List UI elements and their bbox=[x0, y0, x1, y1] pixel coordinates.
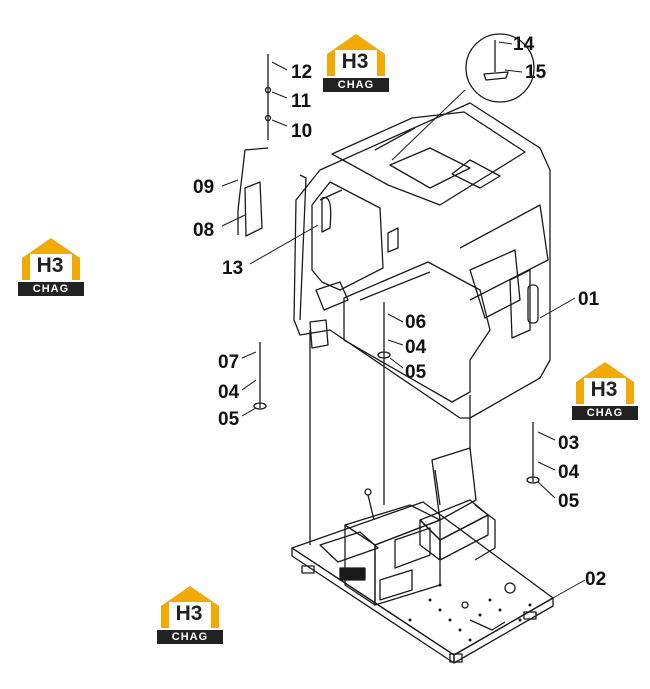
callout-15: 15 bbox=[525, 62, 547, 83]
house-roof-icon bbox=[576, 362, 634, 404]
logo-wordmark: CHAG bbox=[18, 282, 84, 296]
logo-wordmark: CHAG bbox=[323, 78, 389, 92]
callout-05-upper: 05 bbox=[405, 362, 427, 383]
callout-06: 06 bbox=[405, 312, 426, 333]
logo-mark-text: H3 bbox=[590, 378, 618, 401]
hardware-drawing bbox=[237, 33, 540, 545]
callout-14: 14 bbox=[513, 34, 535, 55]
callout-11: 11 bbox=[291, 91, 312, 112]
callout-01: 01 bbox=[578, 289, 600, 310]
callout-07: 07 bbox=[218, 352, 239, 373]
brand-logo-watermark: H3 CHAG bbox=[18, 236, 84, 296]
part-callouts: 01 02 03 04 04 04 05 05 05 06 07 08 09 1… bbox=[193, 34, 606, 590]
callout-03: 03 bbox=[558, 433, 579, 454]
callout-09: 09 bbox=[193, 177, 214, 198]
logo-mark-text: H3 bbox=[175, 602, 203, 625]
leader-lines bbox=[221, 41, 586, 599]
operator-seat-drawing bbox=[319, 447, 496, 606]
callout-10: 10 bbox=[291, 121, 312, 142]
callout-13: 13 bbox=[222, 258, 243, 279]
callout-04-upper: 04 bbox=[405, 337, 427, 358]
house-roof-icon bbox=[22, 238, 80, 280]
brand-logo-watermark: H3 CHAG bbox=[323, 32, 389, 92]
callout-05-right: 05 bbox=[558, 491, 580, 512]
logo-mark-text: H3 bbox=[341, 50, 369, 73]
brand-logo-watermark: H3 CHAG bbox=[157, 584, 223, 644]
callout-12: 12 bbox=[291, 62, 312, 83]
callout-08: 08 bbox=[193, 220, 214, 241]
callout-04-right: 04 bbox=[558, 462, 580, 483]
callout-02: 02 bbox=[585, 569, 606, 590]
logo-wordmark: CHAG bbox=[572, 406, 638, 420]
callout-05-left: 05 bbox=[218, 409, 240, 430]
logo-wordmark: CHAG bbox=[157, 630, 223, 644]
brand-logo-watermark: H3 CHAG bbox=[572, 360, 638, 420]
house-roof-icon bbox=[327, 34, 385, 76]
cab-body-drawing bbox=[293, 102, 551, 419]
callout-04-left: 04 bbox=[218, 382, 240, 403]
logo-mark-text: H3 bbox=[36, 254, 64, 277]
house-roof-icon bbox=[161, 586, 219, 628]
